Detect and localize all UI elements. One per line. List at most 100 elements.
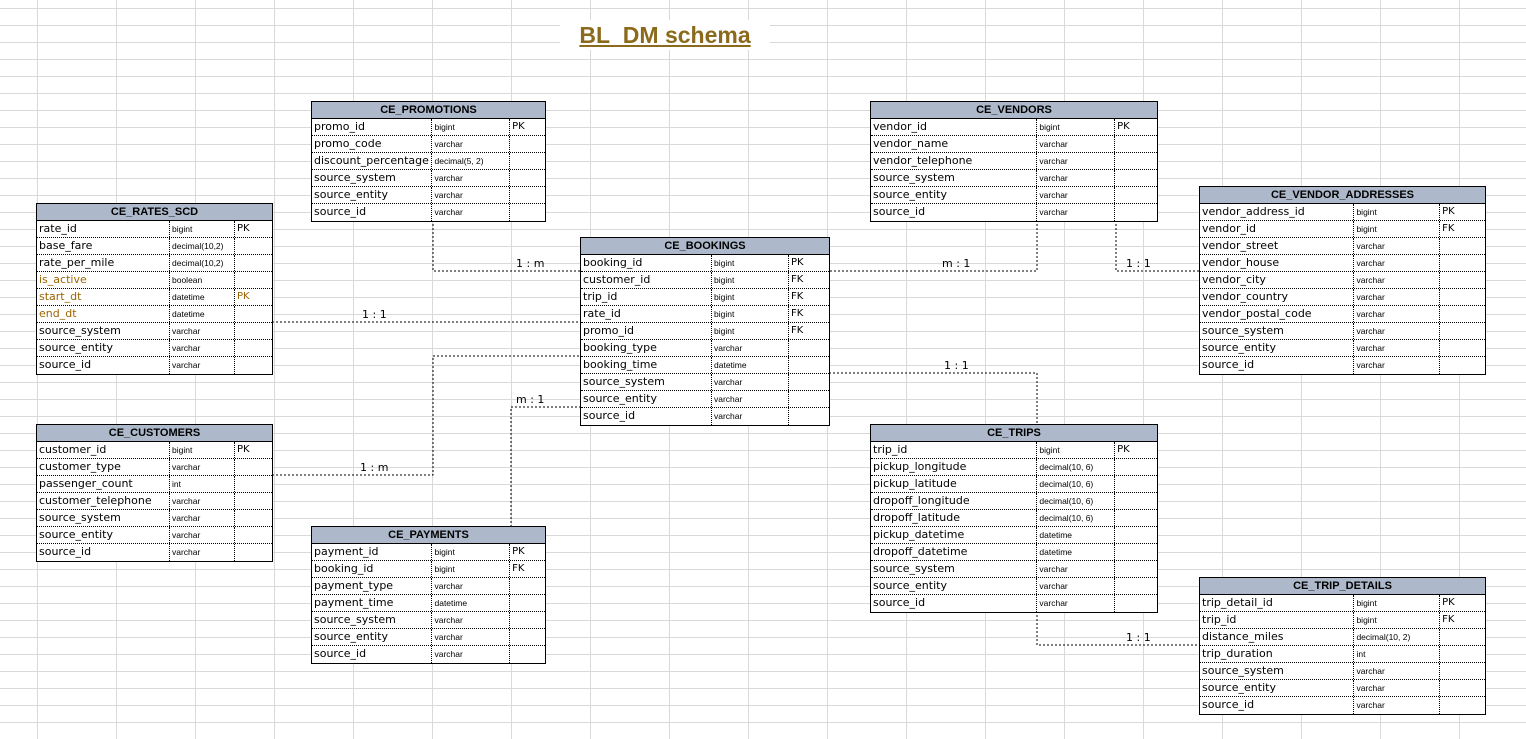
field-key-cell [1115,459,1157,475]
field-type-cell: varchar [170,510,235,526]
field-type-cell: bigint [1354,221,1441,237]
field-type-cell: decimal(10,2) [170,255,235,271]
link-customers-bookings [272,355,581,476]
field-key-cell: PK [237,444,250,455]
field-type-cell: int [1354,646,1441,662]
field-type-cell: varchar [432,629,511,645]
field-key-cell [1440,357,1485,374]
field-key-cell [1440,663,1485,679]
field-type-cell: varchar [1037,170,1116,186]
field-type-cell: varchar [1037,153,1116,169]
field-name-cell: source_entity [312,629,433,645]
field-key-cell [1115,544,1157,560]
field-key-cell [1115,510,1157,526]
field-type-cell: bigint [1037,119,1116,135]
field-name-cell: promo_id [312,119,433,135]
field-type-cell: varchar [1354,289,1441,305]
link-bookings-payments [510,406,581,527]
field-name-cell: source_id [312,204,433,221]
field-name-cell: passenger_count [37,476,170,492]
field-name-cell: vendor_country [1200,289,1355,305]
field-type-cell: varchar [1037,578,1116,594]
field-key-cell [789,408,829,425]
field-name-cell: pickup_longitude [871,459,1038,475]
field-name-cell: source_entity [312,187,433,203]
field-key-cell [235,255,271,271]
field-name-cell: vendor_postal_code [1200,306,1355,322]
field-key-cell [235,340,271,356]
field-name-cell: booking_id [312,561,433,577]
field-name-cell: source_system [1200,663,1355,679]
field-key-cell [789,391,829,407]
link-vendors-addresses [1115,220,1200,272]
field-key-cell: PK [1117,444,1130,455]
field-type-cell: decimal(10,2) [170,238,235,254]
field-key-cell: FK [791,291,804,302]
field-name-cell: trip_detail_id [1200,595,1355,611]
rel-label-promotions-bookings: 1 : m [516,257,545,270]
field-type-cell: bigint [1354,612,1441,628]
field-type-cell: varchar [1354,272,1441,288]
field-name-cell: source_id [37,544,170,561]
link-vendors-bookings [829,220,1038,272]
field-type-cell: decimal(10, 6) [1037,476,1116,492]
field-type-cell: decimal(10, 6) [1037,510,1116,526]
field-name-cell: source_id [1200,697,1355,714]
field-name-cell: promo_id [581,323,712,339]
link-trips-details [1036,611,1200,646]
field-key-cell [1440,272,1485,288]
field-name-cell: dropoff_longitude [871,493,1038,509]
field-name-cell: rate_id [581,306,712,322]
field-key-cell: PK [1442,597,1455,608]
field-name-cell: vendor_street [1200,238,1355,254]
field-type-cell: varchar [712,408,789,425]
table-header: CE_VENDOR_ADDRESSES [1200,187,1485,204]
field-key-cell [1115,578,1157,594]
field-name-cell: vendor_city [1200,272,1355,288]
field-type-cell: bigint [712,272,789,288]
field-key-cell: PK [512,546,525,557]
field-key-cell [1440,289,1485,305]
field-key-cell [235,323,271,339]
field-type-cell: varchar [1354,238,1441,254]
field-key-cell [1115,170,1157,186]
field-name-cell: source_entity [871,578,1038,594]
field-type-cell: datetime [1037,544,1116,560]
field-name-cell: source_system [312,170,433,186]
field-key-cell [510,170,545,186]
field-key-cell [1440,340,1485,356]
table-header: CE_PROMOTIONS [312,102,545,119]
field-key-cell [235,238,271,254]
field-key-cell [510,646,545,663]
field-name-cell: vendor_id [1200,221,1355,237]
field-type-cell: varchar [432,204,511,221]
field-type-cell: varchar [1354,697,1441,714]
field-name-cell: source_entity [871,187,1038,203]
